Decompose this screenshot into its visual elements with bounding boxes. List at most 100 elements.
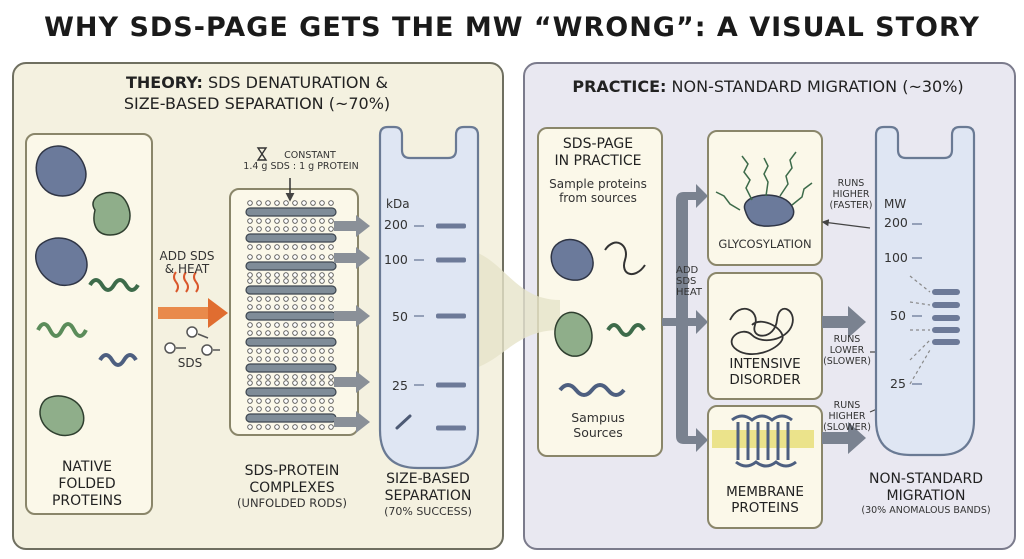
sds-bead bbox=[256, 296, 262, 302]
sds-bead bbox=[292, 254, 298, 260]
sds-bead bbox=[265, 272, 271, 278]
sds-bead bbox=[301, 348, 307, 354]
sds-bead bbox=[265, 254, 271, 260]
sds-bead bbox=[328, 424, 334, 430]
right-gel-band bbox=[932, 289, 960, 295]
sds-bead bbox=[274, 226, 280, 232]
sds-bead bbox=[247, 200, 253, 206]
sds-bead bbox=[301, 424, 307, 430]
sds-bead bbox=[292, 304, 298, 310]
sds-bead bbox=[283, 330, 289, 336]
sds-bead bbox=[292, 330, 298, 336]
sds-bead bbox=[319, 226, 325, 232]
sds-bead bbox=[292, 424, 298, 430]
sds-bead bbox=[301, 322, 307, 328]
left-tick-25: 25 bbox=[392, 378, 408, 393]
sds-bead bbox=[247, 304, 253, 310]
sds-bead bbox=[319, 278, 325, 284]
practice-title-line1: SDS-PAGE bbox=[562, 136, 634, 152]
sds-bead bbox=[283, 200, 289, 206]
sds-rod bbox=[245, 233, 337, 243]
sds-bead bbox=[256, 304, 262, 310]
sds-bead bbox=[265, 374, 271, 380]
sds-bead bbox=[256, 348, 262, 354]
membrane-line1: MEMBRANE bbox=[726, 484, 804, 500]
sds-bead bbox=[247, 296, 253, 302]
sds-rod bbox=[245, 285, 337, 295]
sds-bead bbox=[247, 278, 253, 284]
sds-bead bbox=[265, 424, 271, 430]
sds-bead bbox=[283, 296, 289, 302]
sds-rod bbox=[245, 311, 337, 321]
sds-bead bbox=[328, 406, 334, 412]
sds-bead bbox=[319, 406, 325, 412]
rls-line1: RUNS bbox=[833, 334, 861, 345]
complex-line2: COMPLEXES bbox=[249, 480, 335, 496]
nonstd-line1: NON-STANDARD bbox=[868, 471, 984, 487]
sds-bead bbox=[328, 278, 334, 284]
sds-bead bbox=[256, 398, 262, 404]
sds-bead bbox=[310, 330, 316, 336]
sds-bead bbox=[256, 200, 262, 206]
practice-protein-glyphs bbox=[550, 238, 646, 397]
sds-bead bbox=[247, 348, 253, 354]
practice-heading-rest: NON-STANDARD MIGRATION (~30%) bbox=[671, 77, 964, 96]
sds-bead bbox=[283, 406, 289, 412]
add-sds-line2: & HEAT bbox=[164, 262, 210, 276]
sds-bead bbox=[292, 380, 298, 386]
sds-rod bbox=[245, 337, 337, 347]
sds-bead bbox=[319, 296, 325, 302]
practice-sub-line2: from sources bbox=[559, 191, 637, 205]
sds-bead bbox=[274, 244, 280, 250]
sds-bead bbox=[319, 348, 325, 354]
sds-bead bbox=[301, 304, 307, 310]
rhs-line2: HIGHER bbox=[828, 411, 866, 422]
left-gel-band bbox=[436, 223, 466, 229]
sds-bead bbox=[328, 380, 334, 386]
practice-box-bottom: Sampıus Sources bbox=[540, 410, 656, 440]
sds-bead bbox=[274, 348, 280, 354]
protein-helix-3 bbox=[98, 353, 138, 367]
sds-bead bbox=[292, 406, 298, 412]
sds-bead bbox=[283, 244, 289, 250]
sds-bead bbox=[301, 218, 307, 224]
sds-rod bbox=[245, 207, 337, 217]
sds-bead bbox=[319, 304, 325, 310]
membrane-protein-icon bbox=[712, 414, 814, 468]
sds-bead bbox=[247, 244, 253, 250]
sds-bead bbox=[328, 218, 334, 224]
sds-bead bbox=[265, 406, 271, 412]
sds-bead bbox=[301, 244, 307, 250]
sds-rod bbox=[245, 387, 337, 397]
complex-label: SDS-PROTEIN COMPLEXES (UNFOLDED RODS) bbox=[214, 463, 370, 510]
left-gel-bands bbox=[414, 223, 466, 431]
practice-heading-bold: PRACTICE: bbox=[572, 77, 667, 96]
sds-bead bbox=[310, 398, 316, 404]
sds-bead bbox=[292, 218, 298, 224]
right-tick-100: 100 bbox=[884, 250, 908, 265]
practice-title-line2: IN PRACTICE bbox=[554, 153, 642, 169]
theory-heading-rest: SDS DENATURATION & bbox=[207, 73, 389, 92]
sds-bead bbox=[265, 348, 271, 354]
practice-box-sub: Sample proteins from sources bbox=[540, 177, 656, 205]
runs-lower-slower-label: RUNS LOWER (SLOWER) bbox=[822, 334, 872, 367]
right-gel-band bbox=[932, 315, 960, 321]
right-gel-tube bbox=[874, 125, 976, 457]
left-gel-tube bbox=[378, 125, 480, 470]
protein-blob-2 bbox=[92, 191, 131, 236]
sds-bead bbox=[292, 226, 298, 232]
disordered-protein-icon bbox=[729, 307, 794, 355]
add-sds-heat-line2: SDS bbox=[676, 276, 697, 287]
sds-bead bbox=[319, 380, 325, 386]
sds-bead bbox=[256, 330, 262, 336]
sds-bead bbox=[274, 406, 280, 412]
sds-bead bbox=[283, 380, 289, 386]
sds-bead bbox=[310, 406, 316, 412]
sds-bead bbox=[328, 374, 334, 380]
rhs-line1: RUNS bbox=[833, 400, 861, 411]
sds-rod bbox=[245, 261, 337, 271]
add-sds-line1: ADD SDS bbox=[159, 249, 215, 263]
rhs-line3: (SLOWER) bbox=[823, 422, 871, 433]
sds-bead bbox=[247, 356, 253, 362]
